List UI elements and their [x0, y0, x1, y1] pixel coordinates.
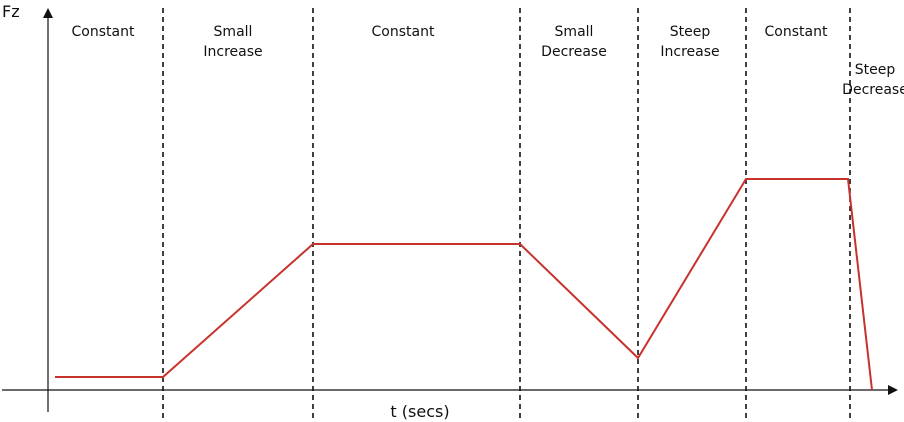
- fz-series-line: [55, 178, 873, 391]
- x-axis-title: t (secs): [390, 402, 449, 421]
- region-dividers: [162, 8, 851, 418]
- series-group: [55, 178, 873, 391]
- region-label-3: Constant: [372, 24, 435, 40]
- region-label-1: Constant: [72, 24, 135, 40]
- region-label-6: Constant: [765, 24, 828, 40]
- y-axis-title: Fz: [2, 2, 20, 21]
